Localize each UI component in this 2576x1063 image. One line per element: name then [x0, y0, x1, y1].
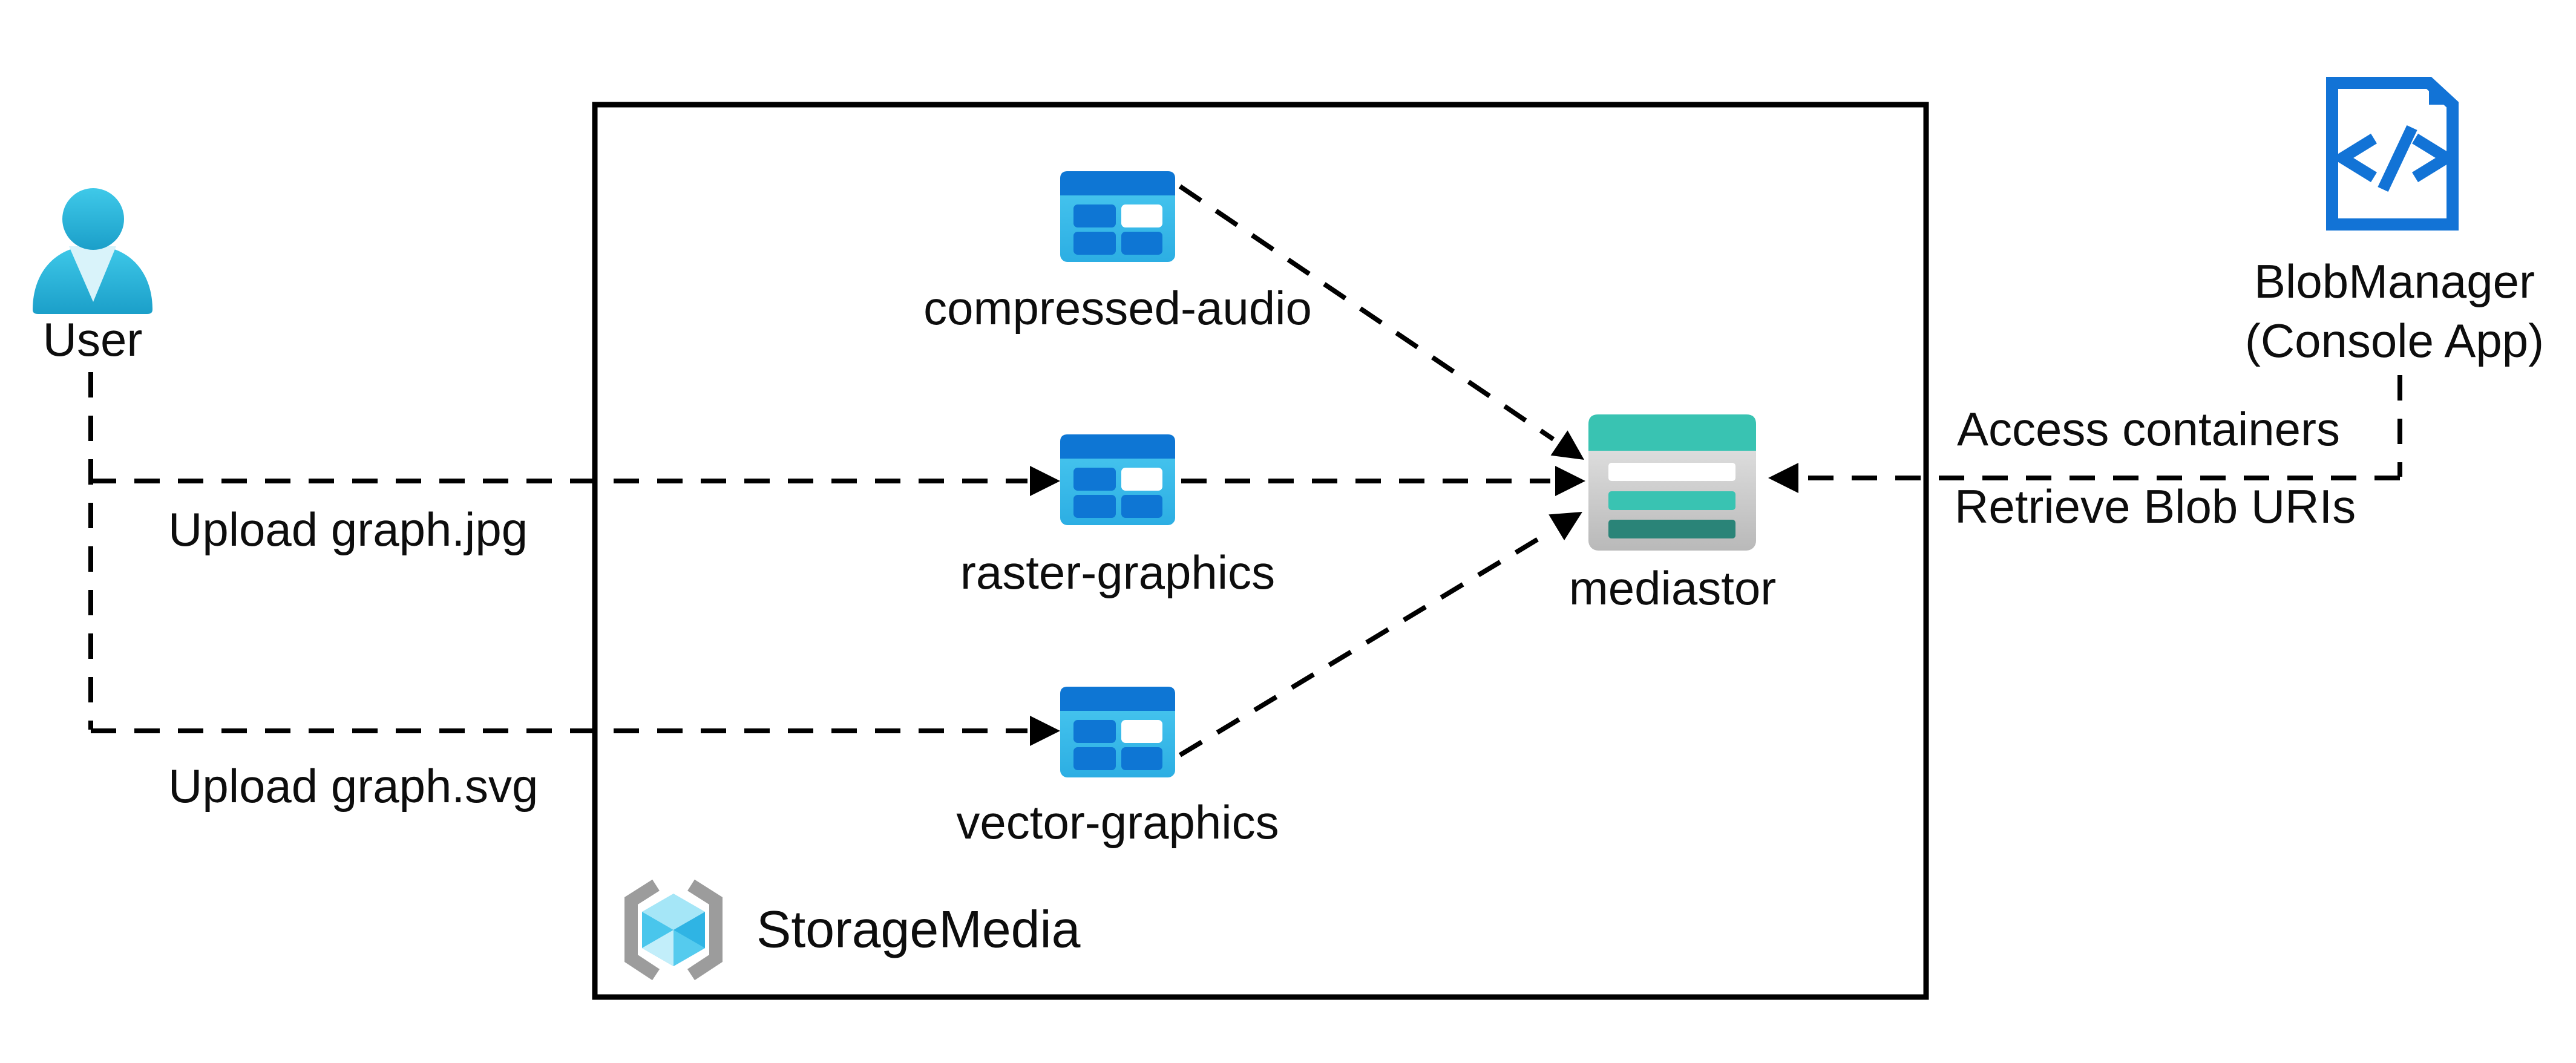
user-label: User [42, 313, 143, 367]
container-icon-compressed-audio [1060, 171, 1175, 262]
left-bracket-icon [624, 879, 660, 981]
client-app-name-label: BlobManager [2254, 255, 2535, 309]
container-icon-vector-graphics [1060, 687, 1175, 777]
container-label-vector-graphics: vector-graphics [956, 796, 1279, 849]
arrowheads [1030, 430, 1798, 746]
resource-group-logo-icon [624, 879, 723, 981]
flow-label-upload-svg: Upload graph.svg [168, 759, 539, 813]
flow-label-retrieve-blob-uris: Retrieve Blob URIs [1955, 480, 2356, 534]
code-file-icon [2326, 77, 2459, 231]
dashed-connectors [88, 184, 2402, 757]
container-label-raster-graphics: raster-graphics [960, 546, 1276, 600]
container-label-compressed-audio: compressed-audio [923, 281, 1312, 335]
container-icon-raster-graphics [1060, 434, 1175, 525]
arrowhead-upload-svg [1030, 716, 1060, 746]
cube-icon [642, 894, 705, 966]
arrowhead-upload-jpg [1030, 466, 1060, 496]
right-bracket-icon [687, 879, 723, 981]
resource-group-label: StorageMedia [756, 900, 1081, 959]
storage-account-icon [1588, 414, 1756, 551]
vector-to-storage-line [1178, 530, 1551, 757]
storage-account-label: mediastor [1568, 561, 1777, 615]
flow-label-access-containers: Access containers [1957, 402, 2340, 456]
resource-group-box [592, 102, 1929, 1000]
arrowhead-compressed-to-storage [1550, 430, 1584, 460]
flow-label-upload-jpg: Upload graph.jpg [168, 503, 528, 557]
compressed-to-storage-line [1178, 184, 1555, 442]
user-person-icon [33, 188, 152, 314]
arrowhead-blobmanager-to-storage [1768, 463, 1798, 493]
arrowhead-vector-to-storage [1549, 512, 1582, 541]
client-app-subtitle-label: (Console App) [2244, 314, 2545, 368]
arrowhead-raster-to-storage [1555, 466, 1585, 496]
